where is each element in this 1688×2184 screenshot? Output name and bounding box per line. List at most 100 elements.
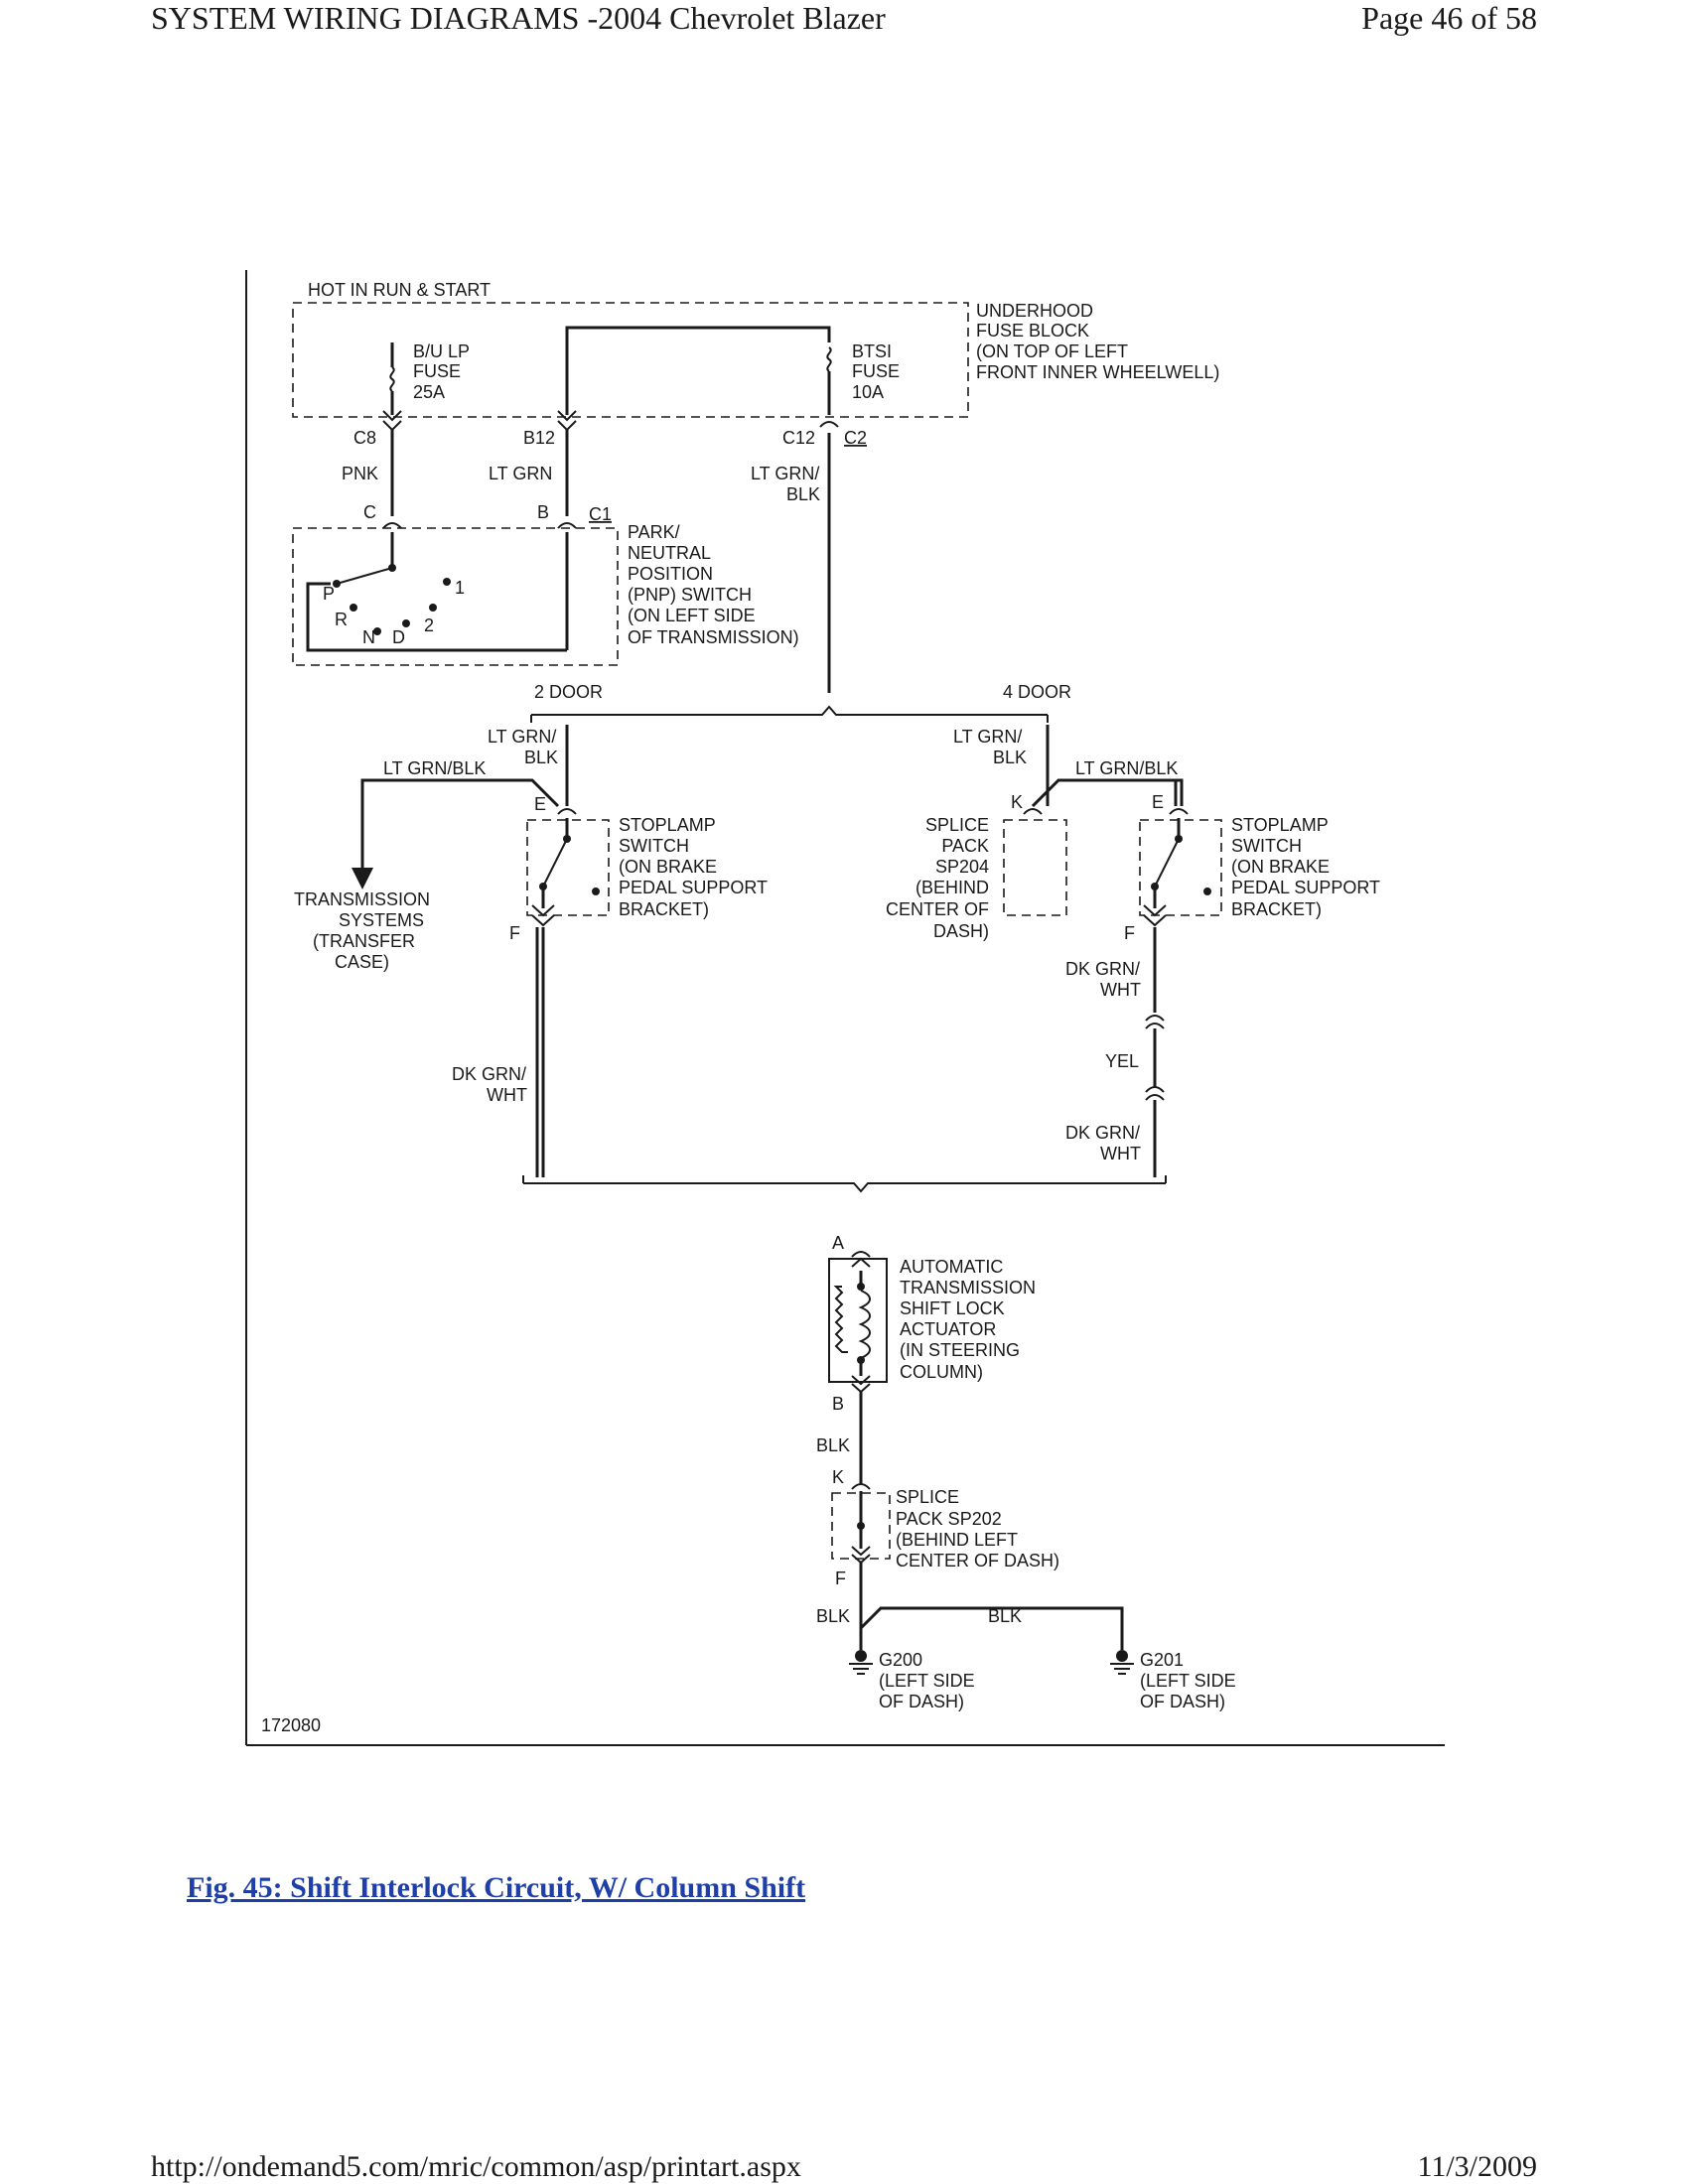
svg-text:UNDERHOOD: UNDERHOOD: [976, 301, 1093, 321]
actuator-outline: [828, 1258, 888, 1383]
wire-dk-grn-wht-right-top-label: DK GRN/ WHT: [1065, 959, 1141, 1000]
wire-lt-grn-blk-right-label: LT GRN/BLK: [1075, 758, 1178, 778]
connector-b-actuator-symbol: [851, 1375, 871, 1394]
wire-blk-label-1: BLK: [816, 1435, 850, 1455]
figure-number: 172080: [261, 1715, 321, 1735]
connector-b-symbol: [557, 522, 577, 529]
svg-text:SWITCH: SWITCH: [1231, 836, 1302, 856]
connector-c-label: C: [363, 502, 376, 522]
stoplamp-switch-left-arm: [542, 838, 568, 887]
btsi-fuse-symbol: [826, 346, 832, 372]
connector-a-label: A: [832, 1233, 844, 1253]
stoplamp-switch-right-label: STOPLAMP SWITCH (ON BRAKE PEDAL SUPPORT …: [1231, 815, 1380, 919]
connector-e-left-symbol: [557, 808, 577, 815]
connector-c8-label: C8: [353, 428, 376, 448]
svg-text:G200: G200: [879, 1650, 922, 1670]
pnp-position-d: D: [392, 627, 405, 647]
door-option-bracket: [531, 705, 1048, 716]
svg-text:(LEFT SIDE: (LEFT SIDE: [879, 1671, 975, 1691]
svg-text:PACK SP202: PACK SP202: [896, 1509, 1002, 1529]
svg-text:DK GRN/: DK GRN/: [452, 1064, 526, 1084]
stoplamp-switch-left-label: STOPLAMP SWITCH (ON BRAKE PEDAL SUPPORT …: [619, 815, 768, 919]
connector-f-right-symbol: [1143, 904, 1167, 927]
transmission-systems-label: TRANSMISSION SYSTEMS (TRANSFER CASE): [294, 889, 430, 972]
svg-text:WHT: WHT: [1100, 1144, 1141, 1163]
fuse-block-outline: [292, 302, 969, 418]
svg-text:SP204: SP204: [935, 857, 989, 877]
svg-text:(BEHIND: (BEHIND: [915, 878, 989, 897]
svg-text:CENTER OF: CENTER OF: [886, 899, 989, 919]
merge-bracket: [523, 1182, 1166, 1193]
svg-text:SPLICE: SPLICE: [896, 1487, 959, 1507]
btsi-fuse-label: BTSI FUSE 10A: [852, 341, 900, 402]
actuator-coil-icon: [858, 1290, 871, 1359]
svg-text:WHT: WHT: [487, 1085, 527, 1105]
pnp-position-r: R: [335, 610, 348, 629]
svg-text:(TRANSFER: (TRANSFER: [313, 931, 415, 951]
svg-text:(LEFT SIDE: (LEFT SIDE: [1140, 1671, 1236, 1691]
svg-text:(BEHIND LEFT: (BEHIND LEFT: [896, 1530, 1018, 1550]
connector-f-sp202-label: F: [835, 1569, 846, 1588]
bu-lp-fuse-label: B/U LP FUSE 25A: [413, 341, 470, 402]
actuator-label: AUTOMATIC TRANSMISSION SHIFT LOCK ACTUAT…: [900, 1257, 1036, 1382]
svg-text:NEUTRAL: NEUTRAL: [628, 543, 711, 563]
connector-b-actuator-label: B: [832, 1394, 844, 1414]
blk-wire-3: [859, 1606, 1124, 1650]
pnp-position-2: 2: [424, 615, 434, 635]
svg-text:G201: G201: [1140, 1650, 1184, 1670]
svg-text:OF DASH): OF DASH): [879, 1692, 964, 1711]
connector-k-symbol: [1023, 808, 1043, 815]
svg-text:OF DASH): OF DASH): [1140, 1692, 1225, 1711]
svg-text:SHIFT LOCK: SHIFT LOCK: [900, 1298, 1005, 1318]
wire-pnk-label: PNK: [342, 464, 378, 483]
connector-c-symbol: [382, 522, 402, 529]
wire-yel-label: YEL: [1105, 1051, 1139, 1071]
wire-blk-label-3: BLK: [988, 1606, 1022, 1626]
footer-date: 11/3/2009: [1417, 2150, 1537, 2183]
wire-blk-label-2: BLK: [816, 1606, 850, 1626]
svg-text:(IN STEERING: (IN STEERING: [900, 1340, 1020, 1360]
svg-text:BRACKET): BRACKET): [619, 899, 709, 919]
svg-text:POSITION: POSITION: [628, 564, 713, 584]
svg-text:FUSE BLOCK: FUSE BLOCK: [976, 321, 1089, 341]
svg-text:LT GRN/: LT GRN/: [488, 727, 556, 747]
ground-g200-label: G200 (LEFT SIDE OF DASH): [879, 1650, 975, 1711]
svg-text:BLK: BLK: [524, 748, 558, 767]
wire-dk-grn-wht-right-bot-label: DK GRN/ WHT: [1065, 1123, 1141, 1163]
actuator-top-arrow: [851, 1257, 871, 1268]
svg-text:25A: 25A: [413, 382, 445, 402]
svg-text:FUSE: FUSE: [852, 361, 900, 381]
svg-text:DK GRN/: DK GRN/: [1065, 1123, 1140, 1143]
pnp-switch-outline: [292, 527, 619, 666]
svg-text:BRACKET): BRACKET): [1231, 899, 1322, 919]
connector-c12-symbol: [819, 421, 839, 428]
connector-k-label: K: [1011, 792, 1023, 812]
inline-connector-bottom-symbol: [1145, 1086, 1165, 1101]
pnp-position-1: 1: [455, 578, 465, 598]
connector-e-right-symbol: [1169, 808, 1189, 815]
connector-f-left-symbol: [531, 904, 555, 927]
svg-text:DASH): DASH): [933, 921, 989, 941]
splice-sp204-outline: [1003, 819, 1067, 916]
svg-text:LT GRN/: LT GRN/: [953, 727, 1022, 747]
svg-text:B/U LP: B/U LP: [413, 341, 470, 361]
ground-g201-label: G201 (LEFT SIDE OF DASH): [1140, 1650, 1236, 1711]
connector-f-right-label: F: [1124, 923, 1135, 943]
bu-lp-fuse-symbol: [389, 366, 395, 392]
pnp-position-n: N: [362, 627, 375, 647]
wire-lt-grn-blk-trans-label: LT GRN/BLK: [383, 758, 486, 778]
figure-caption-link[interactable]: Fig. 45: Shift Interlock Circuit, W/ Col…: [187, 1871, 806, 1904]
svg-text:FUSE: FUSE: [413, 361, 461, 381]
svg-text:CASE): CASE): [335, 952, 389, 972]
pnp-switch-arm: [336, 567, 393, 585]
connector-f-left-label: F: [509, 923, 520, 943]
connector-b12-label: B12: [523, 428, 555, 448]
svg-text:10A: 10A: [852, 382, 884, 402]
lt-grn-blk-wire-right: [1031, 778, 1184, 808]
svg-text:(ON TOP OF LEFT: (ON TOP OF LEFT: [976, 341, 1128, 361]
svg-text:BLK: BLK: [993, 748, 1027, 767]
ground-g200-icon: [849, 1650, 873, 1675]
svg-text:PARK/: PARK/: [628, 522, 680, 542]
stoplamp-switch-right-outline: [1139, 819, 1222, 916]
